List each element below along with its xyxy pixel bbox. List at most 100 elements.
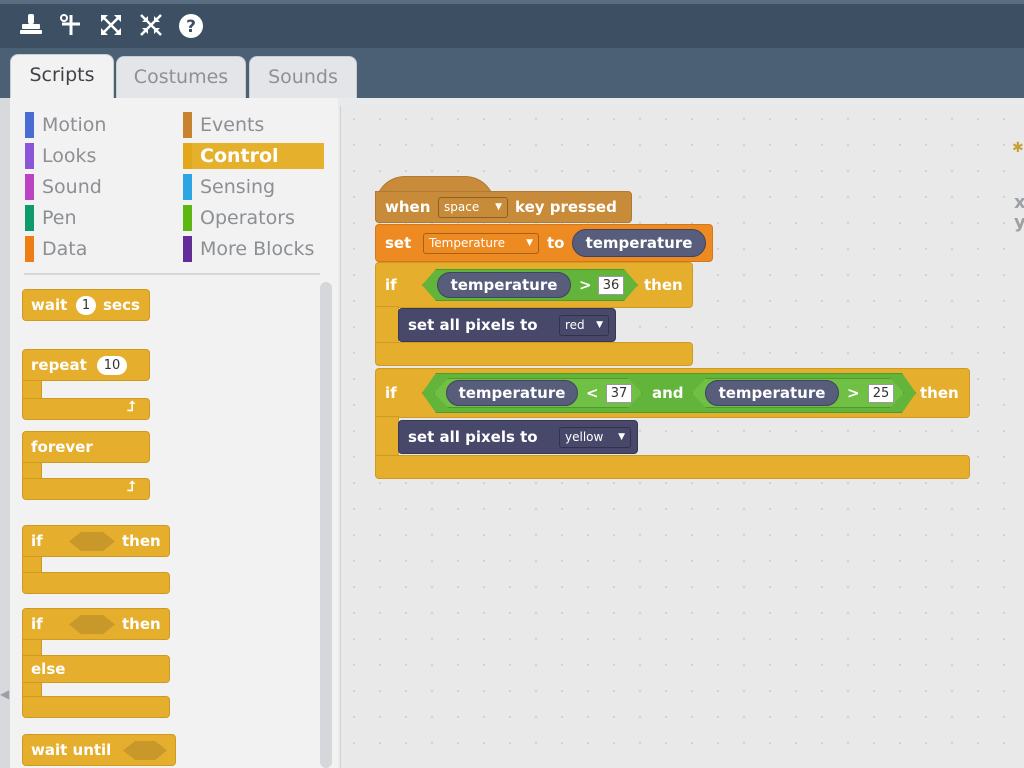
palette-if-then-block[interactable]: if then	[22, 525, 170, 557]
color-dropdown[interactable]: red ▼	[559, 315, 609, 336]
block-label: if	[31, 532, 43, 550]
category-pen[interactable]: Pen	[25, 205, 175, 231]
shrink-icon[interactable]	[136, 12, 166, 42]
temperature-reporter[interactable]: temperature	[705, 380, 839, 406]
category-motion[interactable]: Motion	[25, 112, 175, 138]
color-dropdown[interactable]: yellow▼	[559, 427, 631, 448]
block-label: then	[122, 532, 161, 550]
duplicate-stamp-icon[interactable]	[16, 12, 46, 42]
category-color-swatch	[183, 205, 192, 231]
block-label: set all pixels to	[408, 316, 538, 334]
condition-slot[interactable]	[123, 741, 167, 760]
temperature-reporter[interactable]: temperature	[572, 229, 706, 257]
repeat-c-arm	[22, 380, 42, 400]
tab-costumes[interactable]: Costumes	[116, 56, 246, 98]
block-label: if	[385, 276, 397, 294]
operator-symbol: <	[586, 384, 599, 402]
sprite-x-label: x	[1014, 192, 1024, 213]
key-dropdown[interactable]: space▼	[438, 197, 508, 218]
delete-scissors-icon[interactable]	[56, 12, 86, 42]
tab-scripts[interactable]: Scripts	[10, 54, 114, 100]
chevron-down-icon: ▼	[596, 320, 603, 330]
block-label: repeat	[31, 356, 87, 374]
block-label: set all pixels to	[408, 428, 538, 446]
svg-text:?: ?	[186, 17, 196, 37]
category-label: Control	[200, 145, 279, 167]
block-label: then	[920, 384, 959, 402]
top-toolbar: ?	[0, 0, 1024, 48]
palette-wait-block[interactable]: wait 1 secs	[22, 289, 150, 321]
set-all-pixels-yellow-block[interactable]: set all pixels to yellow▼	[398, 420, 638, 454]
set-all-pixels-red-block[interactable]: set all pixels to red ▼	[398, 308, 616, 342]
help-icon[interactable]: ?	[176, 12, 206, 42]
category-color-swatch	[25, 143, 34, 169]
block-label: wait until	[31, 741, 112, 759]
palette-wait-until-block[interactable]: wait until	[22, 734, 176, 766]
category-color-swatch	[25, 112, 34, 138]
block-label: set	[385, 234, 412, 252]
category-label: Operators	[200, 207, 295, 229]
set-variable-block[interactable]: set Temperature ▼ to temperature	[375, 224, 713, 262]
repeat-c-bottom: ⮥	[22, 398, 150, 420]
category-label: Looks	[42, 145, 97, 167]
category-label: Sound	[42, 176, 102, 198]
tab-sounds[interactable]: Sounds	[249, 56, 357, 98]
category-sensing[interactable]: Sensing	[183, 174, 323, 200]
if-temperature-gt-36-block[interactable]: if temperature > 36 then	[375, 262, 693, 308]
category-color-swatch	[183, 112, 192, 138]
category-data[interactable]: Data	[25, 236, 175, 262]
block-label: forever	[31, 438, 93, 456]
repeat-count-input[interactable]: 10	[97, 356, 127, 375]
category-events[interactable]: Events	[183, 112, 323, 138]
operator-symbol: >	[847, 384, 860, 402]
sprite-thumbnail-icon: ✱	[1012, 140, 1024, 156]
category-color-swatch	[183, 174, 192, 200]
category-label: Motion	[42, 114, 107, 136]
category-sound[interactable]: Sound	[25, 174, 175, 200]
if-temperature-range-block[interactable]: if temperature < 37 and temperature > 25…	[375, 368, 970, 418]
category-label: Sensing	[200, 176, 276, 198]
category-label: Data	[42, 238, 88, 260]
block-label: then	[122, 615, 161, 633]
dropdown-value: yellow	[565, 430, 604, 444]
category-looks[interactable]: Looks	[25, 143, 175, 169]
palette-if-else-block[interactable]: if then	[22, 608, 170, 640]
wait-seconds-input[interactable]: 1	[76, 296, 96, 315]
category-color-swatch	[183, 236, 192, 262]
category-more-blocks[interactable]: More Blocks	[183, 236, 323, 262]
block-label: if	[385, 384, 397, 402]
block-label: wait	[31, 296, 68, 314]
variable-dropdown[interactable]: Temperature ▼	[423, 233, 539, 254]
chevron-down-icon: ▼	[526, 238, 533, 248]
sprite-info-peek: ✱ x y	[1010, 140, 1024, 240]
palette-scrollbar[interactable]	[320, 282, 332, 768]
block-label: else	[31, 660, 66, 678]
dropdown-value: red	[565, 318, 585, 332]
threshold-input[interactable]: 37	[606, 384, 632, 403]
category-color-swatch	[183, 143, 192, 169]
dropdown-value: Temperature	[429, 236, 506, 250]
loop-arrow-icon: ⮥	[127, 479, 136, 495]
if-c-bottom	[375, 342, 693, 366]
block-label: to	[547, 234, 565, 252]
threshold-input[interactable]: 25	[868, 384, 894, 403]
forever-c-bottom: ⮥	[22, 478, 150, 500]
category-operators[interactable]: Operators	[183, 205, 323, 231]
if-else-c-bottom	[22, 696, 170, 718]
temperature-reporter[interactable]: temperature	[446, 380, 578, 406]
grow-icon[interactable]	[96, 12, 126, 42]
collapse-arrow-icon[interactable]: ◀	[0, 687, 10, 701]
temperature-reporter[interactable]: temperature	[437, 272, 571, 298]
sprite-y-label: y	[1014, 212, 1024, 233]
category-color-swatch	[25, 174, 34, 200]
when-key-pressed-block[interactable]: when space▼ key pressed	[375, 191, 632, 223]
condition-slot[interactable]	[69, 615, 115, 634]
category-control[interactable]: Control	[183, 143, 324, 169]
tab-strip: Scripts Costumes Sounds	[0, 48, 1024, 100]
palette-repeat-block[interactable]: repeat 10	[22, 349, 150, 381]
palette-forever-block[interactable]: forever	[22, 431, 150, 463]
condition-slot[interactable]	[69, 532, 115, 551]
category-color-swatch	[25, 205, 34, 231]
chevron-down-icon: ▼	[495, 202, 502, 212]
threshold-input[interactable]: 36	[598, 276, 624, 295]
